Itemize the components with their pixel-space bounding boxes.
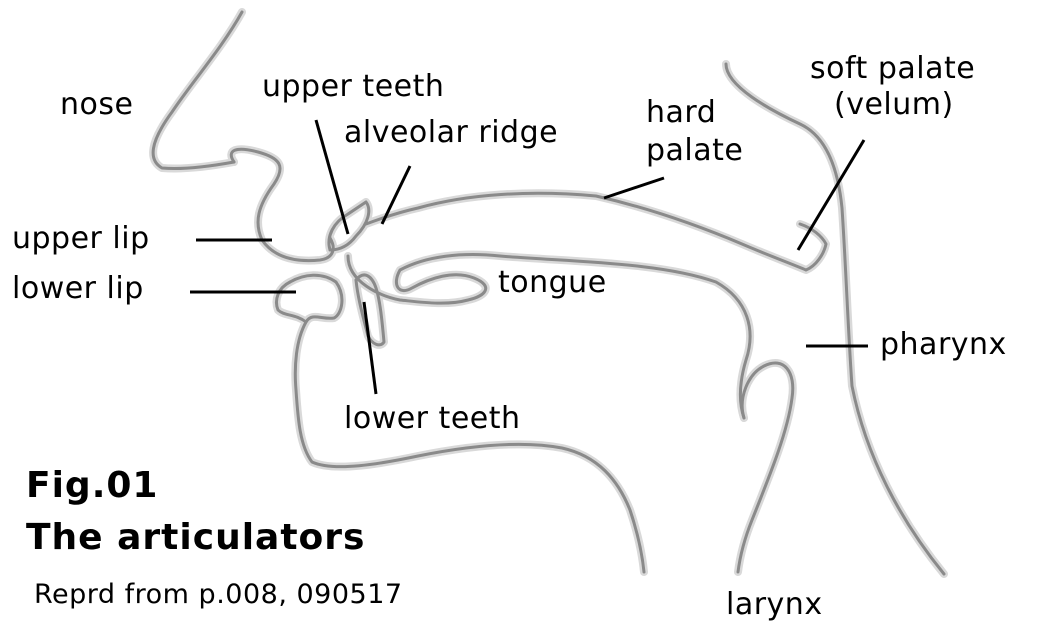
label-larynx: larynx [726, 588, 823, 622]
face-profile [153, 12, 242, 169]
lower-teeth-pointer [364, 302, 376, 394]
label-soft-palate-line2: (velum) [834, 88, 954, 122]
label-alveolar-ridge: alveolar ridge [344, 116, 558, 150]
label-upper-teeth: upper teeth [262, 70, 444, 104]
label-tongue: tongue [498, 266, 607, 300]
figure-source-note: Reprd from p.008, 090517 [34, 580, 403, 610]
hard-palate-pointer [604, 178, 664, 198]
label-soft-palate-line1: soft palate [810, 52, 975, 86]
figure-number: Fig.01 [26, 466, 158, 506]
label-hard-palate-line1: hard [646, 96, 716, 130]
label-hard-palate-line2: palate [646, 134, 743, 168]
label-nose: nose [60, 88, 133, 122]
label-upper-lip: upper lip [12, 222, 150, 256]
label-lower-teeth: lower teeth [344, 402, 521, 436]
figure-title: The articulators [26, 518, 365, 558]
label-pharynx: pharynx [880, 328, 1007, 362]
label-lower-lip: lower lip [12, 272, 144, 306]
upper-lip-halo [231, 149, 333, 260]
